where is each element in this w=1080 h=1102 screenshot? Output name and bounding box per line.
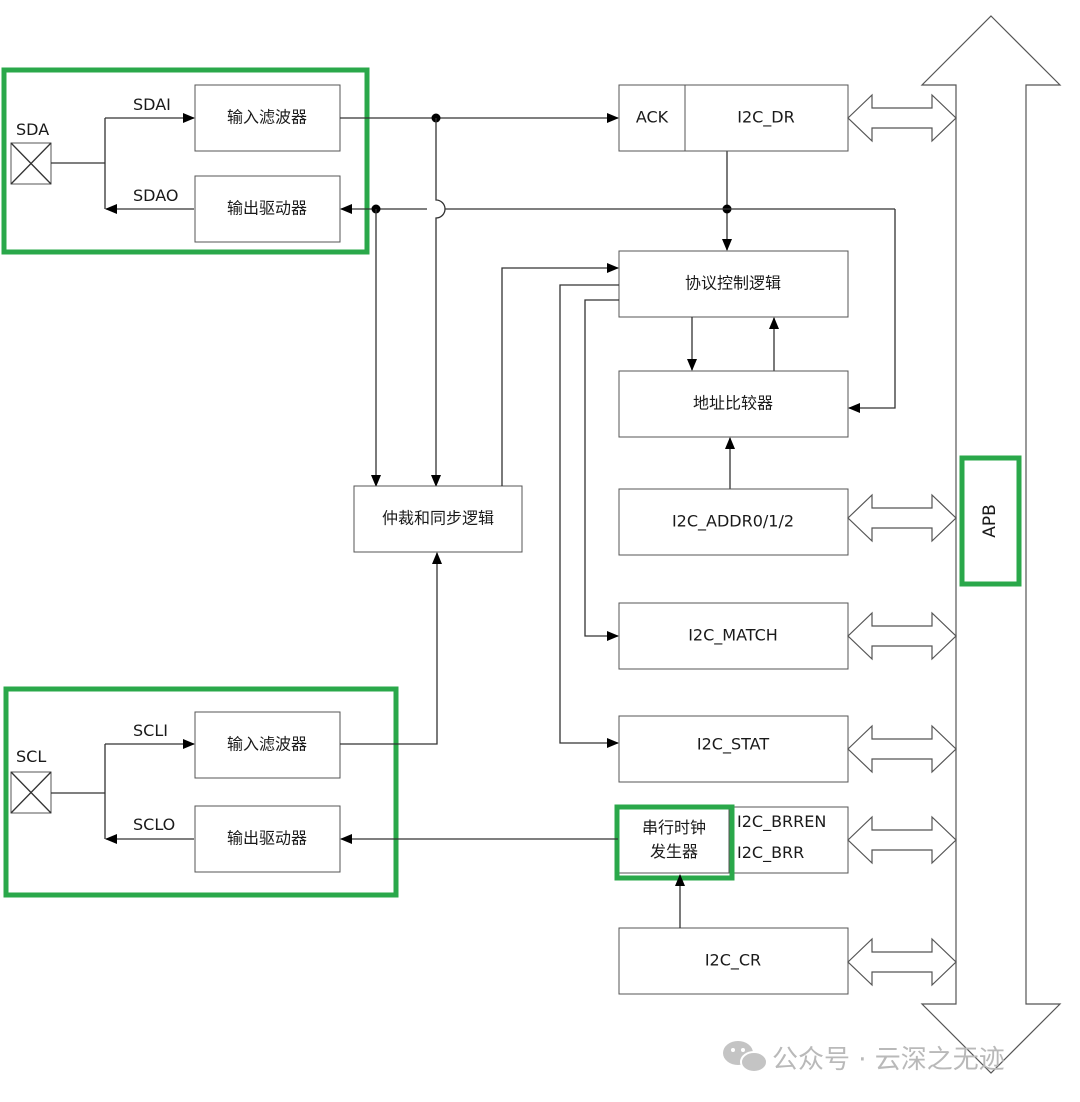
i2c-brr-label: I2C_BRR [737, 843, 804, 863]
scl-input-filter-box [194, 711, 341, 779]
wechat-icon [723, 1041, 768, 1073]
clock-generator-highlight-frame [614, 804, 735, 881]
sda-output-driver-label: 输出驱动器 [227, 199, 307, 218]
apb-label: APB [980, 504, 1000, 538]
protocol-control-box [618, 250, 849, 318]
i2c-stat-label: I2C_STAT [697, 735, 769, 755]
i2c-stat-box [618, 715, 849, 783]
protocol-control-label: 协议控制逻辑 [685, 274, 781, 293]
bus-link-dr [847, 93, 957, 143]
apb-bus-arrow [920, 15, 1062, 1074]
bus-link-addr [847, 493, 957, 543]
scli-label: SCLI [133, 721, 168, 740]
scl-pin-label: SCL [16, 747, 46, 766]
i2c-cr-label: I2C_CR [705, 951, 761, 971]
sda-pad-icon [10, 142, 52, 185]
clock-generator-label-line1: 串行时钟 [642, 818, 706, 837]
apb-highlight-frame [959, 455, 1022, 587]
i2c-cr-box [618, 927, 849, 995]
i2c-dr-box [684, 84, 849, 152]
address-compare-label: 地址比较器 [693, 394, 773, 413]
clock-generator-box [618, 806, 730, 874]
sclo-label: SCLO [133, 815, 175, 834]
sda-io-highlight-frame [1, 67, 370, 255]
sdao-label: SDAO [133, 186, 178, 205]
bus-link-cr [847, 937, 957, 987]
bus-link-stat [847, 724, 957, 774]
bus-link-brr [847, 815, 957, 865]
i2c-addr-box [618, 488, 849, 556]
i2c-match-label: I2C_MATCH [688, 626, 778, 646]
sda-pin-label: SDA [16, 120, 49, 139]
i2c-addr-label: I2C_ADDR0/1/2 [672, 512, 794, 532]
watermark-text: 公众号 · 云深之无迹 [772, 1045, 1005, 1075]
address-compare-box [618, 370, 849, 438]
i2c-brren-label: I2C_BRREN [737, 812, 826, 832]
scl-output-driver-label: 输出驱动器 [227, 829, 307, 848]
ack-box [618, 84, 686, 152]
i2c-dr-label: I2C_DR [737, 108, 795, 128]
sda-input-filter-label: 输入滤波器 [227, 108, 307, 127]
sda-output-driver-box [194, 175, 341, 243]
ack-label: ACK [636, 108, 669, 127]
clock-generator-label-line2: 发生器 [650, 842, 698, 861]
bus-link-match [847, 611, 957, 661]
sda-input-filter-box [194, 84, 341, 152]
i2c-match-box [618, 602, 849, 670]
arbitration-sync-label: 仲裁和同步逻辑 [382, 509, 494, 528]
sdai-label: SDAI [133, 95, 171, 114]
scl-output-driver-box [194, 805, 341, 873]
arbitration-sync-box [353, 485, 523, 553]
scl-io-highlight-frame [3, 686, 399, 898]
scl-input-filter-label: 输入滤波器 [227, 735, 307, 754]
scl-pad-icon [10, 771, 52, 814]
